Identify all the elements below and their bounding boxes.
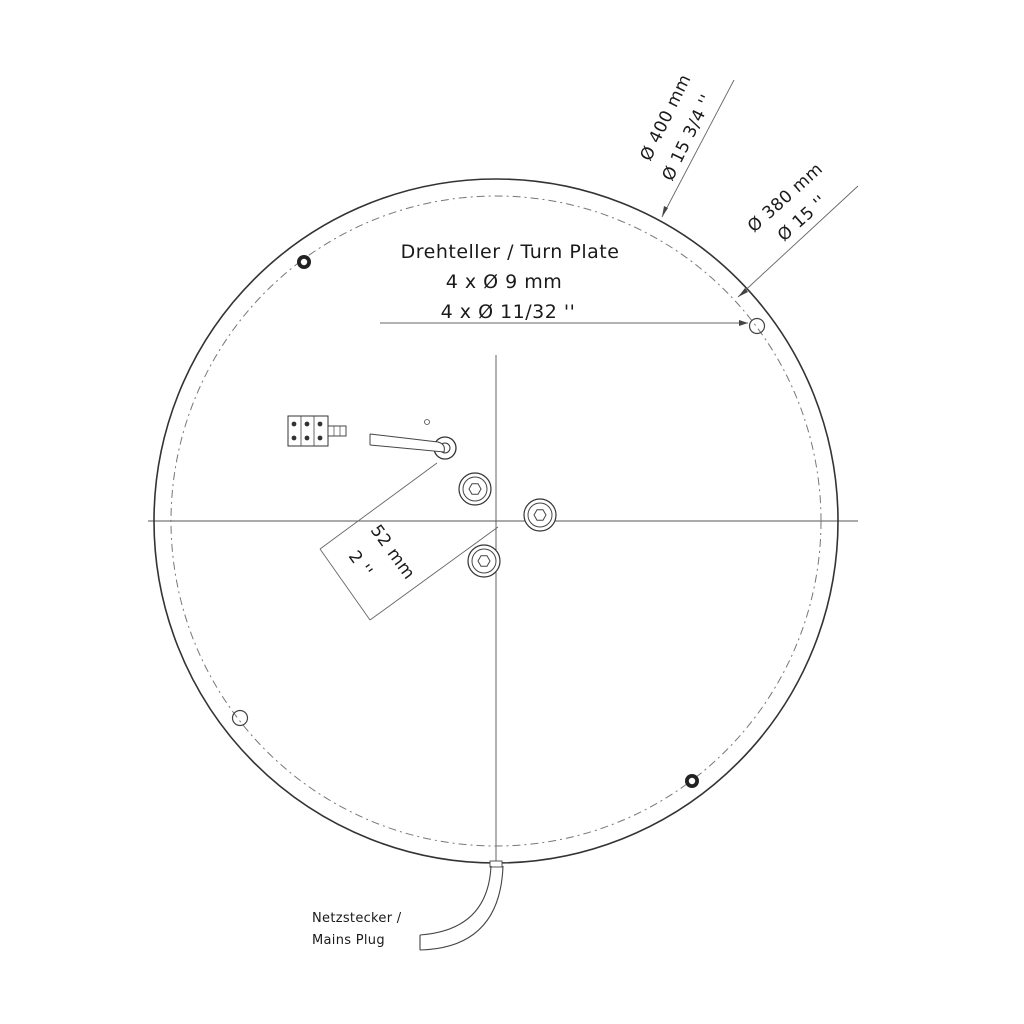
terminal-block — [287, 415, 347, 447]
title-line-3: 4 x Ø 11/32 '' — [441, 301, 576, 323]
mounting-hole-bottom-right — [685, 774, 699, 788]
dim-offset-imperial: 2 '' — [344, 547, 376, 581]
cable-feedthrough — [424, 419, 457, 460]
plug-label-line-2: Mains Plug — [312, 933, 385, 948]
screw-upper — [458, 472, 492, 506]
title-line-2: 4 x Ø 9 mm — [446, 271, 563, 293]
dim-outer-diameter: Ø 400 mm Ø 15 3/4 '' — [637, 71, 735, 218]
dim-inner-diameter: Ø 380 mm Ø 15 '' — [737, 159, 859, 298]
internal-cable — [369, 433, 445, 453]
title-line-1: Drehteller / Turn Plate — [401, 241, 620, 263]
mains-cable — [419, 860, 504, 951]
screw-lower — [467, 544, 501, 578]
mounting-hole-right — [748, 317, 766, 335]
plate-inner-dash — [170, 195, 822, 847]
mounting-hole-bottom-left — [231, 709, 249, 727]
dim-offset-metric: 52 mm — [366, 521, 419, 583]
mounting-hole-top-left — [297, 255, 311, 269]
plug-label-line-1: Netzstecker / — [312, 911, 402, 926]
screw-right — [523, 498, 557, 532]
